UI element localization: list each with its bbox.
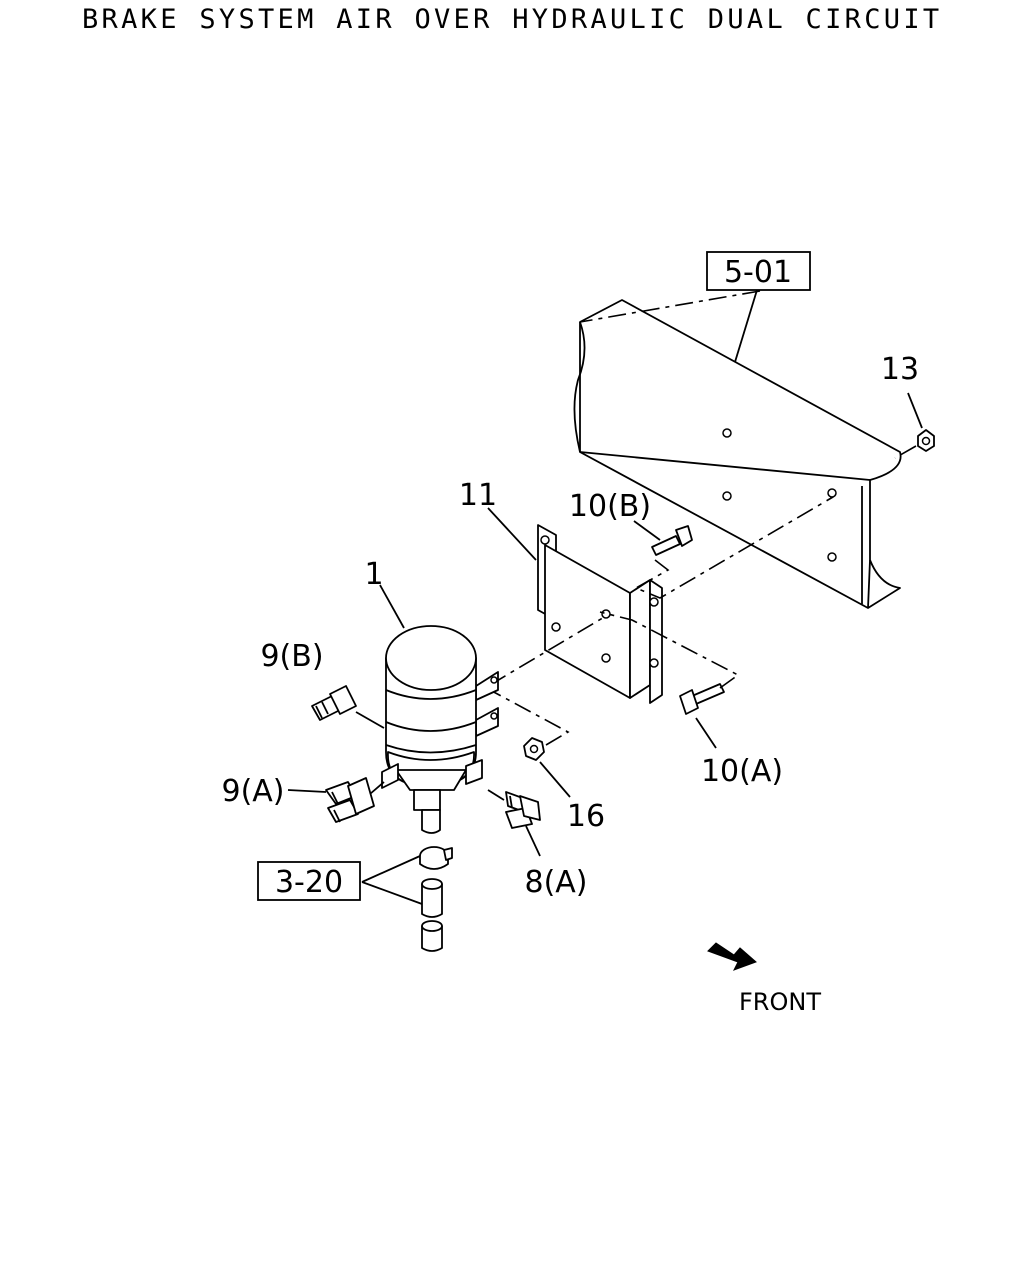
fitting-9a [325, 777, 375, 823]
mounting-bracket-11 [537, 524, 663, 704]
frame-rail [573, 299, 902, 609]
callout-part-11: 11 [459, 478, 497, 513]
hose-clamp [419, 846, 453, 870]
ref-box-frame [706, 251, 811, 291]
ref-box-pipe [257, 861, 361, 901]
callout-ref-pipe: 3-20 [275, 865, 343, 900]
air-dryer-1 [381, 625, 499, 834]
callout-part-16: 16 [567, 799, 605, 834]
page-title: BRAKE SYSTEM AIR OVER HYDRAULIC DUAL CIR… [82, 4, 943, 35]
nut-13 [917, 429, 935, 452]
front-arrow-icon [707, 942, 757, 971]
callout-part-9a: 9(A) [221, 774, 284, 809]
fitting-8a [505, 791, 541, 829]
fitting-9b [311, 685, 357, 721]
callout-part-10a: 10(A) [701, 754, 783, 789]
callout-part-13: 13 [881, 352, 919, 387]
bolt-10b [651, 525, 693, 556]
callout-ref-frame: 5-01 [724, 255, 792, 290]
pipe-segment [421, 920, 443, 952]
hose-segment [421, 878, 443, 918]
bolt-10a [679, 683, 725, 715]
callout-part-1: 1 [364, 557, 383, 592]
callout-part-9b: 9(B) [260, 639, 323, 674]
callout-part-10b: 10(B) [569, 489, 651, 524]
nut-16 [523, 737, 545, 761]
callout-part-8a: 8(A) [524, 865, 587, 900]
front-label: FRONT [739, 988, 821, 1016]
